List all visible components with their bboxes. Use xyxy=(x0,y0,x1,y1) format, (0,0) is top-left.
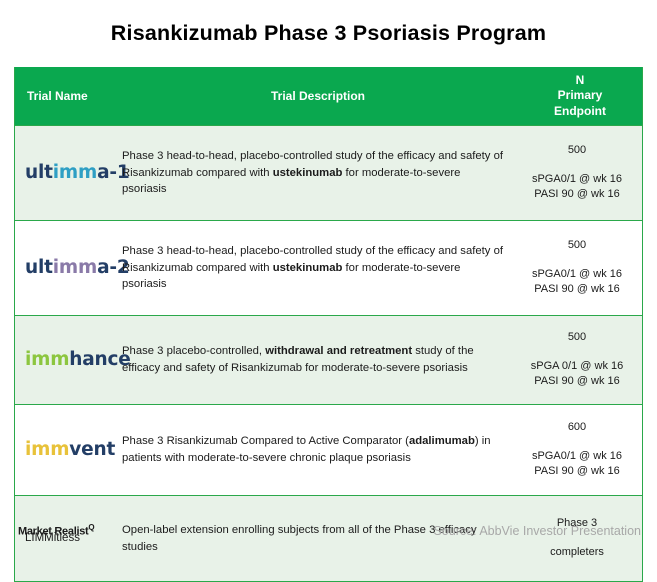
description-text: for moderate-to-severe psoriasis xyxy=(122,166,461,196)
infographic-page: Risankizumab Phase 3 Psoriasis Program T… xyxy=(0,21,657,582)
cell-trial-description: Phase 3 head-to-head, placebo-controlled… xyxy=(118,220,518,316)
endpoint-line-2: PASI 90 @ wk 16 xyxy=(534,465,620,478)
endpoint-line-2: PASI 90 @ wk 16 xyxy=(534,188,620,201)
endpoint-line-1: sPGA0/1 @ wk 16 xyxy=(531,267,623,280)
description-text: study of the efficacy and safety of Risa… xyxy=(122,345,474,374)
table-row: immvent Phase 3 Risankizumab Compared to … xyxy=(15,404,642,496)
cell-trial-name: immvent xyxy=(15,404,118,496)
header-row: Trial Name Trial Description N Primary E… xyxy=(15,67,642,126)
endpoint-line-2: PASI 90 @ wk 16 xyxy=(534,283,620,296)
enrollment-count: 600 xyxy=(567,420,587,433)
market-realist-logo: Market RealistQ xyxy=(18,523,95,538)
magnifier-icon: Q xyxy=(88,523,95,533)
footer: Market RealistQ Source: AbbVie Investor … xyxy=(0,507,657,549)
header-n-line-1: N xyxy=(575,72,585,87)
trials-table: Trial Name Trial Description N Primary E… xyxy=(15,67,642,581)
enrollment-count: 500 xyxy=(567,330,587,343)
cell-trial-description: Phase 3 head-to-head, placebo-controlled… xyxy=(118,125,518,221)
logo-segment-teal: imm xyxy=(52,161,98,183)
logo-segment-purple: imm xyxy=(52,256,98,278)
description-text: Phase 3 Risankizumab Compared to Active … xyxy=(122,435,409,448)
cell-trial-name: ultimma-2 xyxy=(15,220,130,316)
cell-n-primary-endpoint: 500 sPGA0/1 @ wk 16 PASI 90 @ wk 16 xyxy=(518,125,642,221)
header-n-line-2: Primary xyxy=(557,88,603,103)
trial-logo: LIMMitless xyxy=(25,532,80,545)
logo-segment-gold: imm xyxy=(25,438,70,460)
cell-n-primary-endpoint: 500 sPGA 0/1 @ wk 16 PASI 90 @ wk 16 xyxy=(518,315,642,405)
logo-segment-dark: ult xyxy=(25,161,53,183)
trials-table-container: Trial Name Trial Description N Primary E… xyxy=(14,67,643,582)
brand-text: Market Realist xyxy=(18,526,89,538)
cell-trial-name: immhance xyxy=(15,315,131,405)
cell-n-primary-endpoint: 500 sPGA0/1 @ wk 16 PASI 90 @ wk 16 xyxy=(518,220,642,316)
enrollment-count: 500 xyxy=(567,143,587,156)
logo-segment-plain: LIMMitless xyxy=(25,532,80,545)
cell-n-primary-endpoint: 600 sPGA0/1 @ wk 16 PASI 90 @ wk 16 xyxy=(518,404,642,496)
cell-trial-description: Phase 3 placebo-controlled, withdrawal a… xyxy=(118,315,518,405)
trial-logo: immhance xyxy=(25,349,131,370)
source-attribution: Source: AbbVie Investor Presentation xyxy=(433,524,641,538)
description-emphasis: ustekinumab xyxy=(272,261,343,274)
logo-segment-dark: vent xyxy=(69,438,116,460)
description-text: Phase 3 placebo-controlled, xyxy=(122,345,266,358)
description-text: Phase 3 head-to-head, placebo-controlled… xyxy=(122,244,503,274)
trial-logo: ultimma-2 xyxy=(25,257,130,278)
enrollment-count: 500 xyxy=(567,238,587,251)
endpoint-line-1: sPGA0/1 @ wk 16 xyxy=(531,449,623,462)
page-title: Risankizumab Phase 3 Psoriasis Program xyxy=(110,21,547,45)
description-emphasis: adalimumab xyxy=(408,435,475,448)
description-text: ) in patients with moderate-to-severe ch… xyxy=(122,435,491,464)
trial-logo: ultimma-1 xyxy=(25,162,130,183)
description-emphasis: withdrawal and retreatment xyxy=(265,345,413,358)
table-header: Trial Name Trial Description N Primary E… xyxy=(15,67,642,126)
column-header-trial-name: Trial Name xyxy=(15,67,118,126)
cell-trial-name: ultimma-1 xyxy=(15,125,130,221)
description-text: Phase 3 head-to-head, placebo-controlled… xyxy=(122,149,503,179)
column-header-n-primary-endpoint: N Primary Endpoint xyxy=(518,67,642,126)
column-header-trial-description: Trial Description xyxy=(118,67,518,126)
description-emphasis: ustekinumab xyxy=(272,166,343,179)
endpoint-line-2: PASI 90 @ wk 16 xyxy=(534,375,620,388)
endpoint-line-1: sPGA0/1 @ wk 16 xyxy=(531,172,623,185)
logo-segment-dark: ult xyxy=(25,256,53,278)
trial-logo: immvent xyxy=(25,439,115,460)
logo-segment-green: imm xyxy=(25,348,70,370)
cell-trial-description: Phase 3 Risankizumab Compared to Active … xyxy=(118,404,518,496)
logo-segment-dark: hance xyxy=(69,348,131,370)
header-n-line-3: Endpoint xyxy=(554,103,606,118)
description-text: for moderate-to-severe psoriasis xyxy=(122,261,461,291)
enrollment-count: Phase 3 xyxy=(556,517,598,530)
endpoint-line-1: sPGA 0/1 @ wk 16 xyxy=(530,359,624,372)
